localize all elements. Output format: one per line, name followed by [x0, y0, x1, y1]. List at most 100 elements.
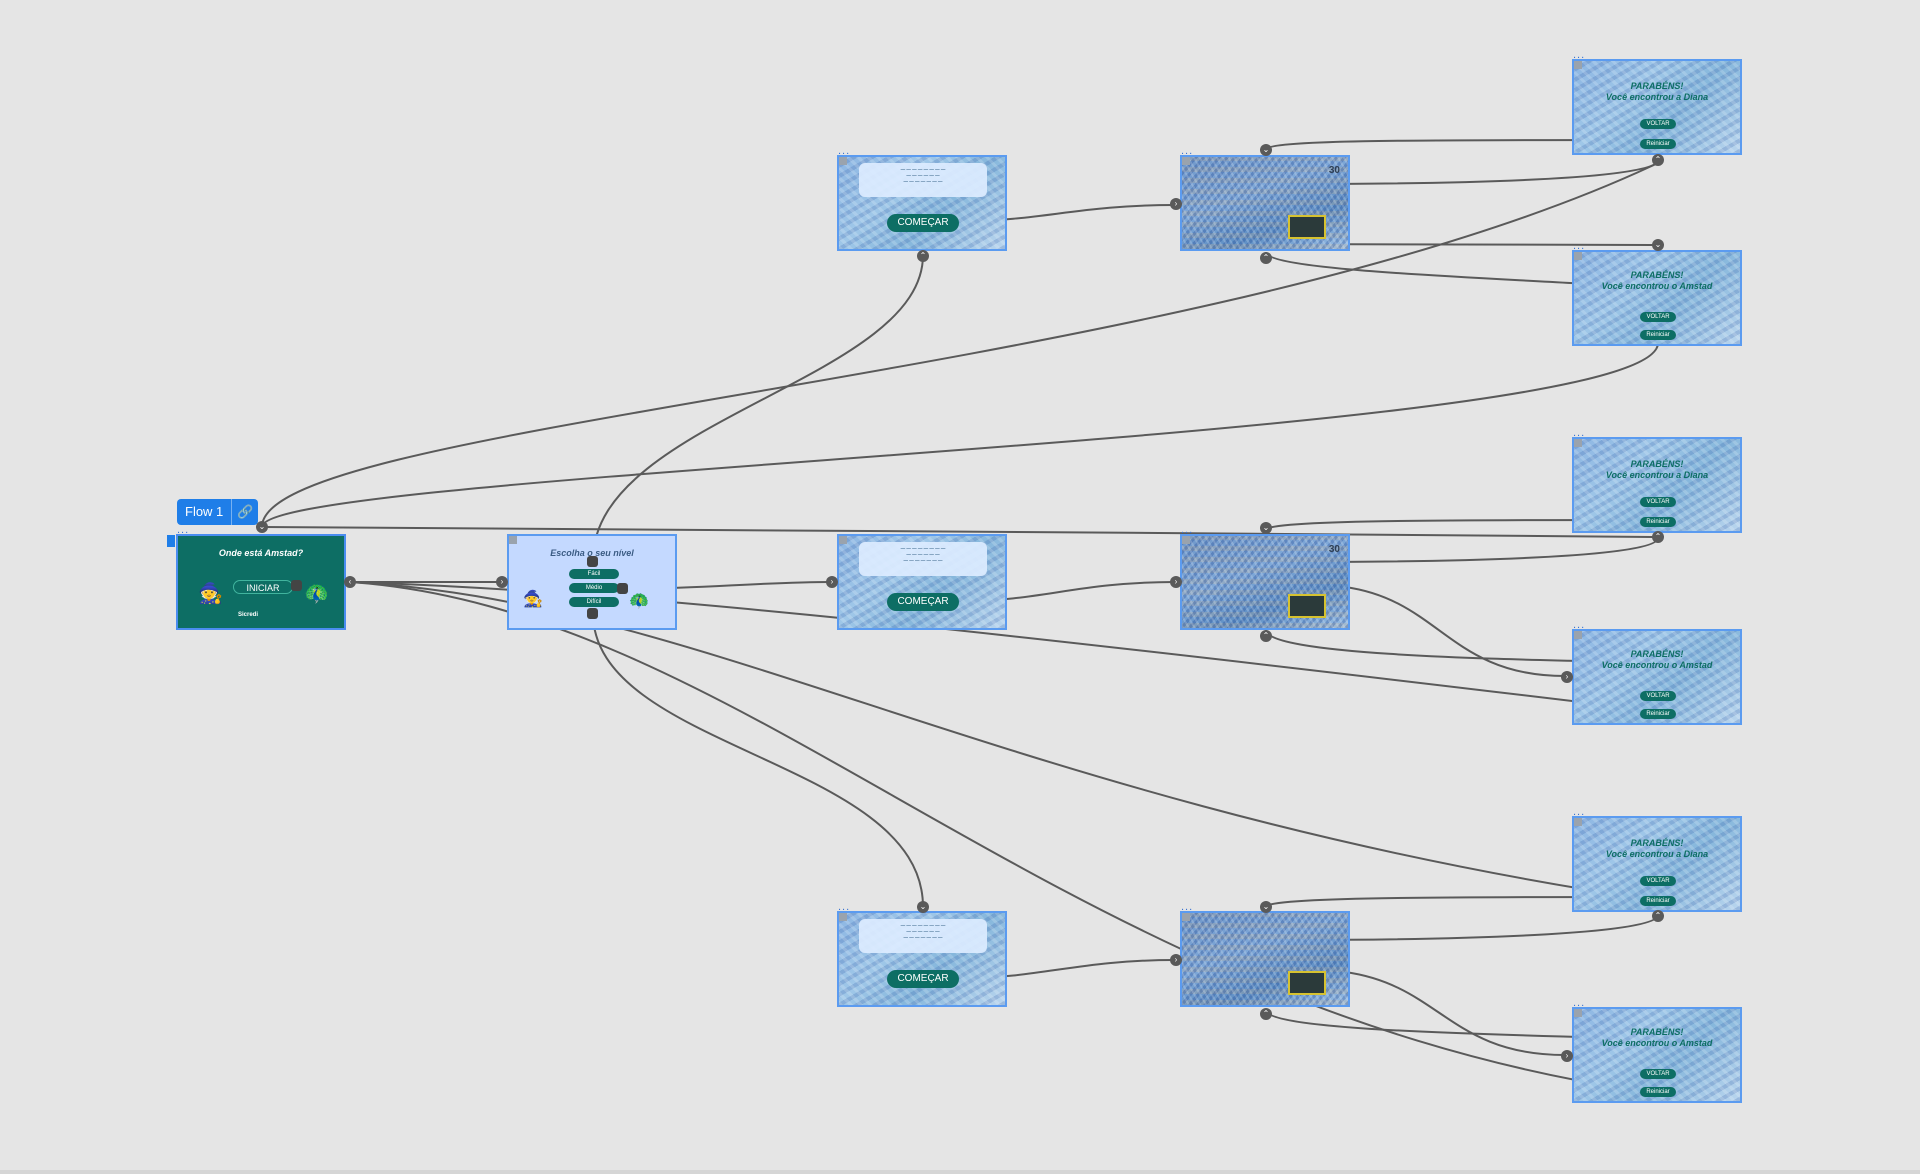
- frame-options-icon[interactable]: ...: [838, 901, 851, 913]
- intro-text-box: — — — — — — — —— — — — — —— — — — — — —: [859, 542, 987, 576]
- frame-options-icon[interactable]: ...: [1573, 49, 1586, 61]
- congrats-title: PARABÉNS! Você encontrou a Diana: [1574, 81, 1740, 103]
- connector-handle[interactable]: ›: [496, 576, 508, 588]
- amstad-character-icon: 🧙: [198, 583, 223, 605]
- frame-tag: [1182, 913, 1190, 921]
- start-game-button[interactable]: COMEÇAR: [887, 593, 959, 611]
- frame-intro-easy[interactable]: — — — — — — — —— — — — — —— — — — — — — …: [837, 155, 1007, 251]
- connector-handle[interactable]: [587, 556, 598, 567]
- congrats-line2: Você encontrou a Diana: [1605, 470, 1709, 480]
- frame-tag: [839, 913, 847, 921]
- restart-button[interactable]: Reiniciar: [1640, 139, 1676, 149]
- restart-button[interactable]: Reiniciar: [1640, 517, 1676, 527]
- start-game-button[interactable]: COMEÇAR: [887, 214, 959, 232]
- flow-name[interactable]: Flow 1: [177, 499, 233, 525]
- restart-button[interactable]: Reiniciar: [1640, 1087, 1676, 1097]
- intro-text-box: — — — — — — — —— — — — — —— — — — — — —: [859, 163, 987, 197]
- frame-game-medium[interactable]: 30: [1180, 534, 1350, 630]
- connector-handle[interactable]: ⌄: [256, 521, 268, 533]
- connector-handle[interactable]: ⌃: [1652, 154, 1664, 166]
- frame-found-diana-hard[interactable]: PARABÉNS! Você encontrou a Diana VOLTAR …: [1572, 816, 1742, 912]
- connector-handle[interactable]: ›: [1170, 198, 1182, 210]
- frame-options-icon[interactable]: ...: [1181, 145, 1194, 157]
- frame-options-icon[interactable]: ...: [1573, 427, 1586, 439]
- back-button[interactable]: VOLTAR: [1640, 497, 1676, 507]
- frame-options-icon[interactable]: ...: [1181, 524, 1194, 536]
- frame-found-amstad-hard[interactable]: PARABÉNS! Você encontrou o Amstad VOLTAR…: [1572, 1007, 1742, 1103]
- flow-start-marker: [167, 535, 175, 547]
- bottom-scrollbar[interactable]: [0, 1170, 1920, 1174]
- connector-handle[interactable]: ⌄: [1260, 901, 1272, 913]
- connector-handle[interactable]: ⌃: [1260, 252, 1272, 264]
- frame-found-diana-easy[interactable]: PARABÉNS! Você encontrou a Diana VOLTAR …: [1572, 59, 1742, 155]
- timer-label: 30: [1328, 165, 1340, 176]
- back-button[interactable]: VOLTAR: [1640, 119, 1676, 129]
- frame-found-diana-medium[interactable]: PARABÉNS! Você encontrou a Diana VOLTAR …: [1572, 437, 1742, 533]
- flow-label[interactable]: Flow 1 🔗: [177, 499, 259, 525]
- congrats-title: PARABÉNS! Você encontrou o Amstad: [1574, 649, 1740, 671]
- frame-tag: [1574, 818, 1582, 826]
- frame-options-icon[interactable]: ...: [1573, 806, 1586, 818]
- restart-button[interactable]: Reiniciar: [1640, 709, 1676, 719]
- start-title: Onde está Amstad?: [218, 548, 304, 558]
- back-button[interactable]: VOLTAR: [1640, 1069, 1676, 1079]
- congrats-title: PARABÉNS! Você encontrou a Diana: [1574, 459, 1740, 481]
- frame-game-easy[interactable]: 30: [1180, 155, 1350, 251]
- frame-tag: [1574, 252, 1582, 260]
- frame-found-amstad-medium[interactable]: PARABÉNS! Você encontrou o Amstad VOLTAR…: [1572, 629, 1742, 725]
- connector-handle[interactable]: ⌃: [1260, 1008, 1272, 1020]
- frame-tag: [1574, 631, 1582, 639]
- back-button[interactable]: VOLTAR: [1640, 691, 1676, 701]
- frame-options-icon[interactable]: ...: [1573, 240, 1586, 252]
- start-game-button[interactable]: COMEÇAR: [887, 970, 959, 988]
- amstad-character-icon: 🧙: [523, 591, 543, 608]
- level-medium-button[interactable]: Médio: [569, 583, 619, 593]
- frame-intro-hard[interactable]: — — — — — — — —— — — — — —— — — — — — — …: [837, 911, 1007, 1007]
- connector-handle[interactable]: [291, 580, 302, 591]
- back-button[interactable]: VOLTAR: [1640, 876, 1676, 886]
- connector-handle[interactable]: ⌃: [1652, 910, 1664, 922]
- connector-handle[interactable]: ⌃: [1652, 531, 1664, 543]
- frame-start[interactable]: Onde está Amstad? INICIAR 🧙 🦚 Sicredi: [176, 534, 346, 630]
- connector-handle[interactable]: ›: [1561, 671, 1573, 683]
- frame-options-icon[interactable]: ...: [177, 524, 190, 536]
- connector-handle[interactable]: [617, 583, 628, 594]
- connector-handle[interactable]: ‹: [344, 576, 356, 588]
- donkey-icon: 🦚: [629, 593, 649, 610]
- link-icon[interactable]: 🔗: [237, 504, 254, 519]
- frame-found-amstad-easy[interactable]: PARABÉNS! Você encontrou o Amstad VOLTAR…: [1572, 250, 1742, 346]
- congrats-line2: Você encontrou a Diana: [1605, 849, 1709, 859]
- connector-handle[interactable]: [587, 608, 598, 619]
- frame-intro-medium[interactable]: — — — — — — — —— — — — — —— — — — — — — …: [837, 534, 1007, 630]
- start-button[interactable]: INICIAR: [233, 580, 293, 594]
- connector-handle[interactable]: ⌃: [917, 250, 929, 262]
- congrats-title: PARABÉNS! Você encontrou o Amstad: [1574, 270, 1740, 292]
- connector-handle[interactable]: ›: [826, 576, 838, 588]
- connector-handle[interactable]: ›: [1561, 1050, 1573, 1062]
- donkey-icon: 🦚: [304, 583, 329, 605]
- back-button[interactable]: VOLTAR: [1640, 312, 1676, 322]
- congrats-line1: PARABÉNS!: [1630, 270, 1684, 280]
- connector-handle[interactable]: ⌄: [1260, 522, 1272, 534]
- frame-tag: [839, 536, 847, 544]
- connector-handle[interactable]: ›: [1170, 576, 1182, 588]
- congrats-title: PARABÉNS! Você encontrou a Diana: [1574, 838, 1740, 860]
- restart-button[interactable]: Reiniciar: [1640, 330, 1676, 340]
- frame-options-icon[interactable]: ...: [1573, 619, 1586, 631]
- frame-options-icon[interactable]: ...: [1573, 997, 1586, 1009]
- connector-handle[interactable]: ⌄: [917, 901, 929, 913]
- connector-handle[interactable]: ⌃: [1260, 630, 1272, 642]
- level-hard-button[interactable]: Difícil: [569, 597, 619, 607]
- connector-handle[interactable]: ⌄: [1652, 239, 1664, 251]
- frame-options-icon[interactable]: ...: [838, 145, 851, 157]
- frame-options-icon[interactable]: ...: [1181, 901, 1194, 913]
- restart-button[interactable]: Reiniciar: [1640, 896, 1676, 906]
- frame-tag: [1182, 536, 1190, 544]
- level-easy-button[interactable]: Fácil: [569, 569, 619, 579]
- connector-handle[interactable]: ›: [1170, 954, 1182, 966]
- frame-tag: [1182, 157, 1190, 165]
- congrats-line1: PARABÉNS!: [1630, 649, 1684, 659]
- frame-game-hard[interactable]: [1180, 911, 1350, 1007]
- connector-handle[interactable]: ⌄: [1260, 144, 1272, 156]
